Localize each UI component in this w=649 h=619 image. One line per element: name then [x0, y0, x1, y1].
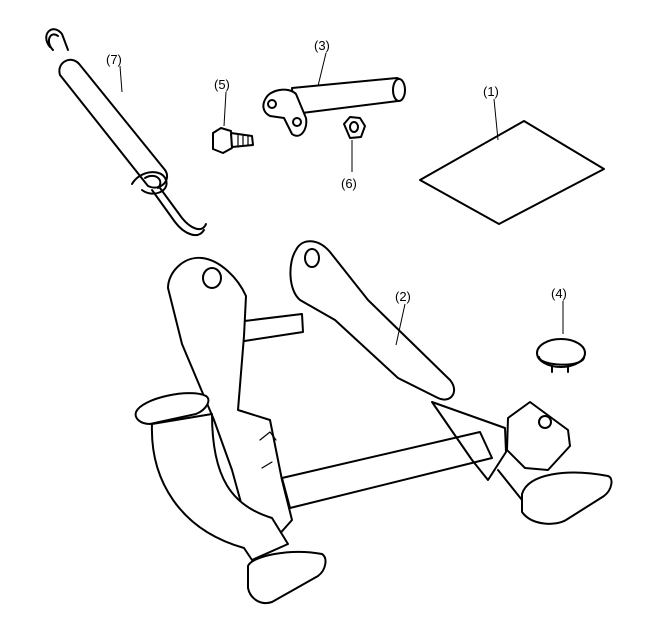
stand-frame-part: [134, 240, 613, 604]
label-item-4: (4): [551, 286, 567, 301]
spring-part: [45, 28, 207, 237]
label-item-5: (5): [214, 77, 230, 92]
shaft-part: [262, 77, 406, 137]
sheet-part: [419, 120, 605, 225]
nut-part: [343, 116, 366, 139]
label-item-1: (1): [483, 84, 499, 99]
bolt-part: [212, 127, 254, 154]
label-item-7: (7): [106, 52, 122, 67]
cap-part: [536, 338, 586, 373]
leader-lines: [119, 52, 564, 346]
label-item-2: (2): [395, 289, 411, 304]
label-item-6: (6): [341, 176, 357, 191]
label-item-3: (3): [314, 38, 330, 53]
